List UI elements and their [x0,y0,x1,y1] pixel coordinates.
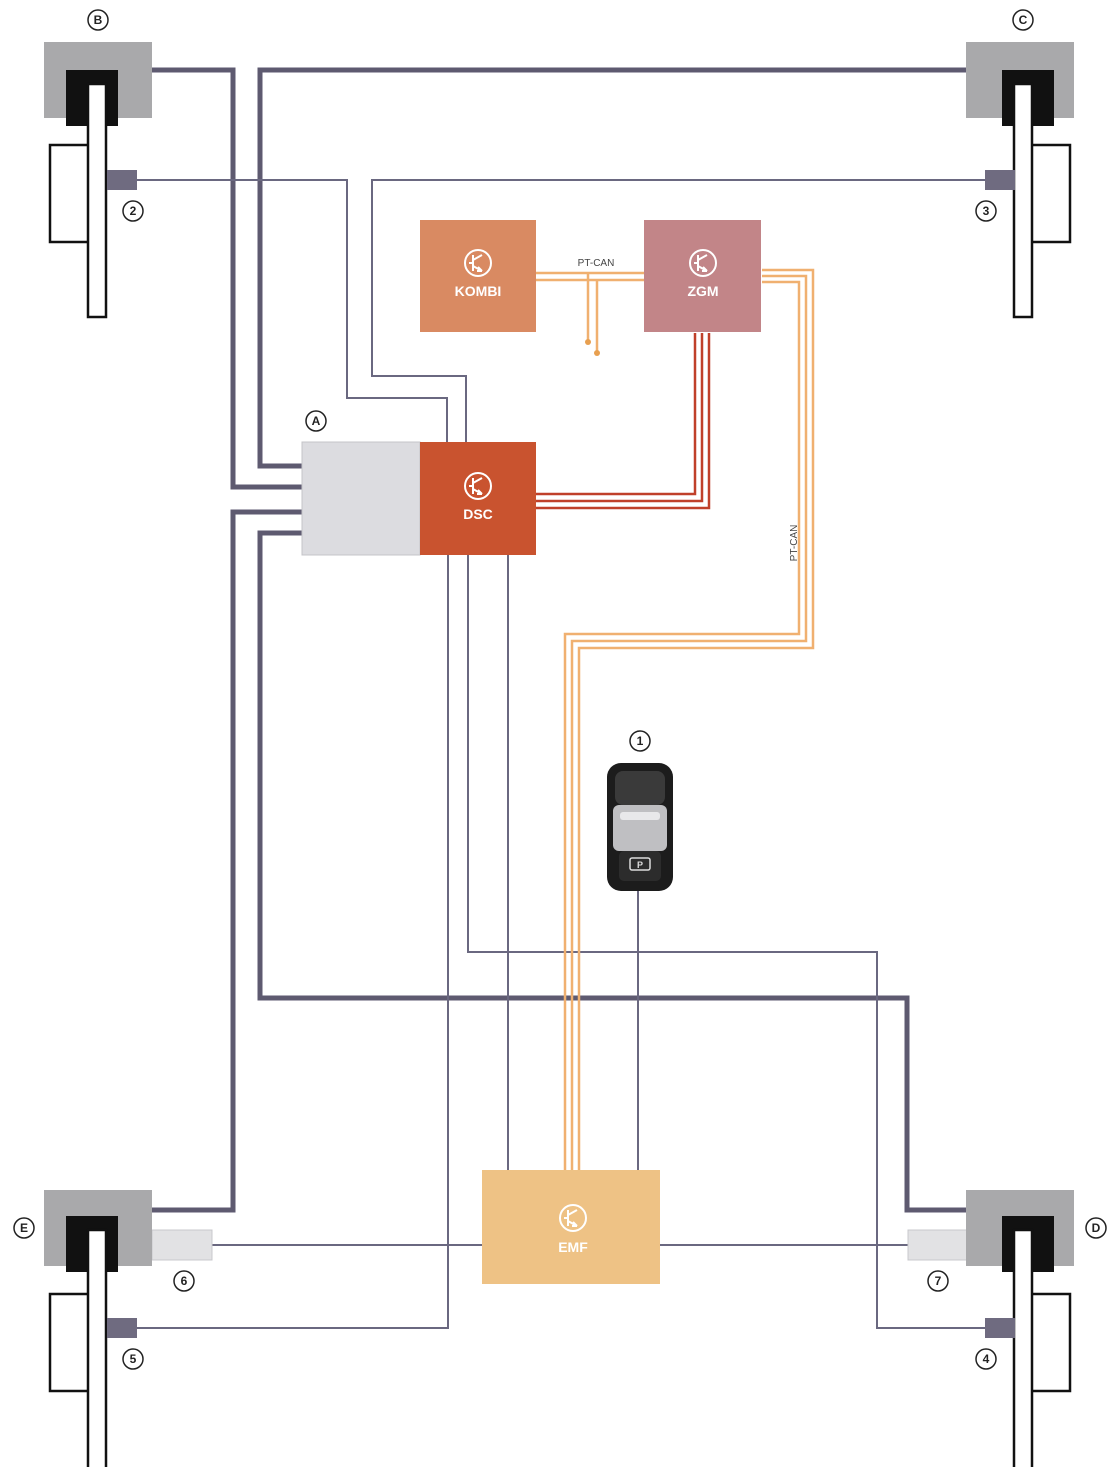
wheel-brake-rear-left [44,1190,213,1467]
pt-can-bus [536,268,815,1170]
dsc-zgm-link [536,333,711,510]
pt-can-zgm-emf-2 [570,274,808,1170]
hydraulic-lines [152,67,968,1213]
wheel-hub [1026,143,1072,244]
svg-text:6: 6 [181,1274,188,1288]
callout-B: B [87,9,109,31]
emf-box [482,1170,660,1284]
brake-disc [86,82,108,319]
ecu-icon [464,472,492,500]
callout-D: D [1085,1217,1107,1239]
wheel-speed-sensor [107,170,137,190]
hydraulic-unit [301,441,421,556]
pt-can-label-top: PT-CAN [578,258,615,269]
brake-line-front-left [152,67,302,490]
wheel-brake-front-right [966,42,1074,319]
svg-text:E: E [20,1221,28,1235]
emf-label: EMF [558,1239,588,1255]
svg-text:7: 7 [935,1274,942,1288]
dsc-zgm-wire-3 [536,333,711,510]
callout-5: 5 [122,1348,144,1370]
pt-can-zgm-emf-1 [577,268,815,1170]
callout-A: A [305,410,327,432]
dsc-zgm-wire-2 [536,333,704,503]
wheel-hub [48,1292,94,1393]
dsc-module: DSC [420,442,536,555]
svg-text:B: B [94,13,103,27]
svg-text:D: D [1092,1221,1101,1235]
emf-module: EMF [482,1170,660,1284]
ecu-icon [689,249,717,277]
ecu-icon [464,249,492,277]
sensor-3-line [371,179,985,442]
pt-can-zgm-emf-3 [563,280,801,1170]
callout-4: 4 [975,1348,997,1370]
callout-6: 6 [173,1270,195,1292]
kombi-module: KOMBI [420,220,536,332]
svg-text:3: 3 [983,204,990,218]
wheel-speed-sensor [985,1318,1015,1338]
kombi-label: KOMBI [455,283,502,299]
signal-lines [137,179,985,1329]
brake-line-rear-right [257,530,968,1213]
svg-text:P: P [637,860,643,870]
svg-text:A: A [312,414,321,428]
svg-text:C: C [1019,13,1028,27]
callout-2: 2 [122,200,144,222]
sensor-4-line [467,555,985,1329]
sensor-5-line [137,555,449,1329]
wheel-speed-sensor [985,170,1015,190]
parking-brake-actuator [151,1229,213,1261]
pt-can-terminal-2 [594,350,600,356]
ecu-icon [559,1204,587,1232]
pt-can-terminal-1 [585,339,591,345]
parking-brake-actuator [907,1229,969,1261]
svg-text:5: 5 [130,1352,137,1366]
wheel-brake-rear-right [907,1190,1074,1467]
svg-text:1: 1 [637,734,644,748]
callout-3: 3 [975,200,997,222]
wheel-hub [48,143,94,244]
dsc-zgm-wire-1 [536,333,697,496]
callout-7: 7 [927,1270,949,1292]
svg-text:4: 4 [983,1352,990,1366]
brake-disc [86,1228,108,1467]
sensor-2-line [137,179,448,442]
callout-1: 1 [629,730,651,752]
wheel-hub [1026,1292,1072,1393]
brake-disc [1012,82,1034,319]
callout-E: E [13,1217,35,1239]
pt-can-label-side: PT-CAN [789,525,800,562]
brake-line-rear-left [152,509,302,1213]
parking-brake-switch: P [607,763,673,891]
zgm-label: ZGM [687,283,718,299]
wheel-speed-sensor [107,1318,137,1338]
wheel-brake-front-left [44,42,152,319]
brake-line-front-right [257,67,968,469]
dsc-label: DSC [463,506,493,522]
zgm-module: ZGM [644,220,761,332]
brake-disc [1012,1228,1034,1467]
callout-C: C [1012,9,1034,31]
svg-text:2: 2 [130,204,137,218]
pt-can-stub-terminals [585,339,600,356]
